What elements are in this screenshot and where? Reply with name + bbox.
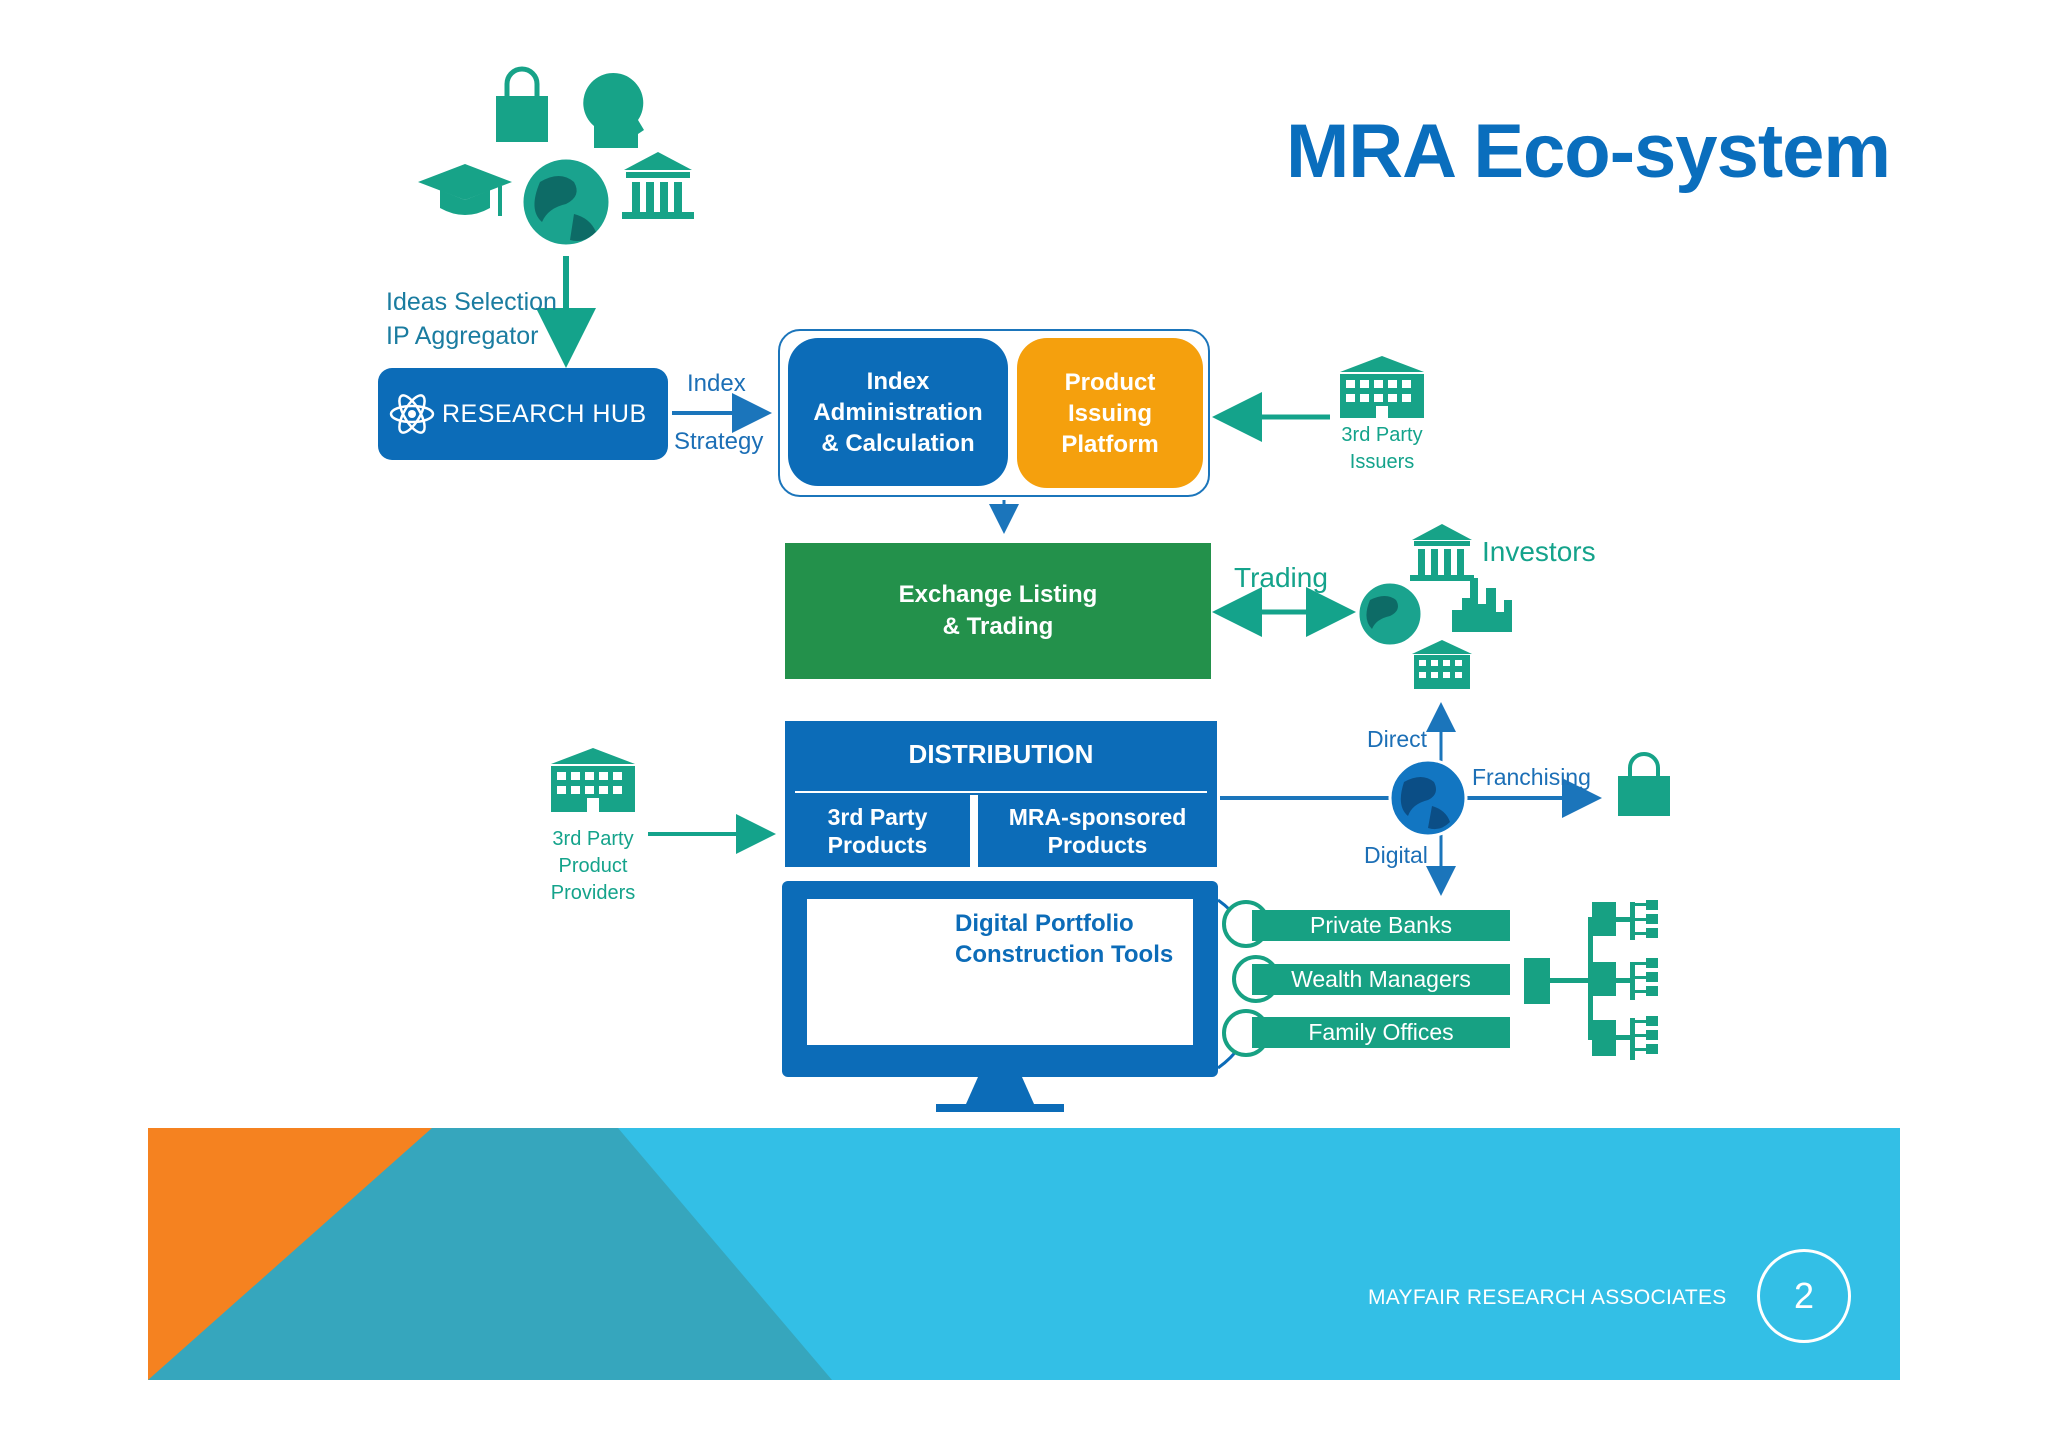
atom-icon	[389, 394, 435, 434]
distribution-title: DISTRIBUTION	[908, 739, 1094, 769]
city-skyline-icon	[1452, 578, 1512, 632]
third-party-issuers-label: 3rd Party Issuers	[1322, 422, 1442, 476]
bank-icon	[1410, 524, 1474, 581]
direct-label: Direct	[1367, 726, 1428, 752]
third-party-products-line-2: Products	[827, 832, 928, 858]
shopping-bag-icon	[496, 66, 548, 142]
shopping-bag-icon	[1618, 752, 1670, 816]
third-party-issuers-line-2: Issuers	[1349, 451, 1415, 473]
mra-sponsored-line-1: MRA-sponsored	[1008, 804, 1187, 830]
product-issuing-line-1: Product	[1064, 368, 1156, 396]
monitor	[782, 881, 1218, 1077]
third-party-issuers-line-1: 3rd Party	[1341, 424, 1423, 446]
providers-line-2: Product	[558, 855, 628, 877]
globe-icon	[520, 156, 612, 248]
segment-family-offices: Family Offices	[1252, 1017, 1510, 1048]
distribution-divider	[795, 791, 1207, 793]
footer-company-name: MAYFAIR RESEARCH ASSOCIATES	[1368, 1286, 1727, 1309]
mra-sponsored-line-2: Products	[1047, 832, 1148, 858]
providers-line-1: 3rd Party	[552, 828, 634, 850]
franchising-label: Franchising	[1472, 764, 1591, 790]
third-party-products-line-1: 3rd Party	[827, 804, 928, 830]
dpct-line-1: Digital Portfolio	[955, 910, 1134, 937]
footer-banner	[148, 1128, 1900, 1380]
page-number: 2	[1757, 1249, 1851, 1343]
segment-wealth-managers: Wealth Managers	[1252, 964, 1510, 995]
monitor-stand	[936, 1077, 1064, 1112]
third-party-product-providers-label: 3rd Party Product Providers	[530, 826, 656, 907]
mra-sponsored-products-label: MRA-sponsored Products	[978, 803, 1217, 859]
exchange-line-2: & Trading	[942, 613, 1054, 640]
ideas-selection-label: Ideas Selection	[386, 288, 557, 316]
digital-portfolio-tools-label: Digital Portfolio Construction Tools	[955, 908, 1173, 970]
building-icon	[1340, 356, 1424, 418]
ai-label: AI	[866, 990, 888, 1015]
exchange-listing-box: Exchange Listing & Trading	[785, 543, 1211, 679]
product-issuing-line-2: Issuing	[1067, 399, 1152, 427]
providers-line-3: Providers	[550, 882, 636, 904]
bank-icon	[622, 152, 694, 219]
head-icon	[583, 73, 644, 148]
research-hub-box: RESEARCH HUB	[378, 368, 668, 460]
research-hub-label: RESEARCH HUB	[442, 399, 647, 428]
footer-banner-shapes	[148, 1128, 1900, 1380]
index-admin-line-1: Index	[866, 367, 930, 395]
globe-icon	[1388, 758, 1468, 838]
distribution-column-divider	[970, 795, 978, 867]
globe-icon	[1356, 580, 1424, 648]
index-admin-line-2: Administration	[813, 398, 983, 426]
product-issuing-platform-box: Product Issuing Platform	[1017, 338, 1203, 488]
monitor-screen	[807, 899, 1193, 1045]
distribution-box: DISTRIBUTION 3rd Party Products MRA-spon…	[785, 721, 1217, 867]
page-title: MRA Eco-system	[1285, 109, 1891, 194]
index-label: Index	[687, 370, 746, 397]
third-party-products-label: 3rd Party Products	[785, 803, 970, 859]
trading-label: Trading	[1234, 562, 1328, 593]
segment-private-banks: Private Banks	[1252, 910, 1510, 941]
index-administration-box: Index Administration & Calculation	[788, 338, 1008, 486]
investors-label: Investors	[1482, 536, 1596, 567]
building-icon	[551, 748, 635, 812]
strategy-label: Strategy	[674, 428, 764, 455]
dpct-line-2: Construction Tools	[955, 941, 1174, 968]
building-icon	[1412, 640, 1472, 689]
digital-label: Digital	[1364, 842, 1428, 868]
exchange-line-1: Exchange Listing	[898, 581, 1098, 608]
org-chart-icon	[1524, 900, 1658, 1060]
index-admin-line-3: & Calculation	[821, 429, 975, 457]
graduation-cap-icon	[418, 164, 512, 216]
product-issuing-line-3: Platform	[1061, 430, 1159, 458]
platform-frame	[778, 329, 1210, 497]
ip-aggregator-label: IP Aggregator	[386, 322, 539, 350]
